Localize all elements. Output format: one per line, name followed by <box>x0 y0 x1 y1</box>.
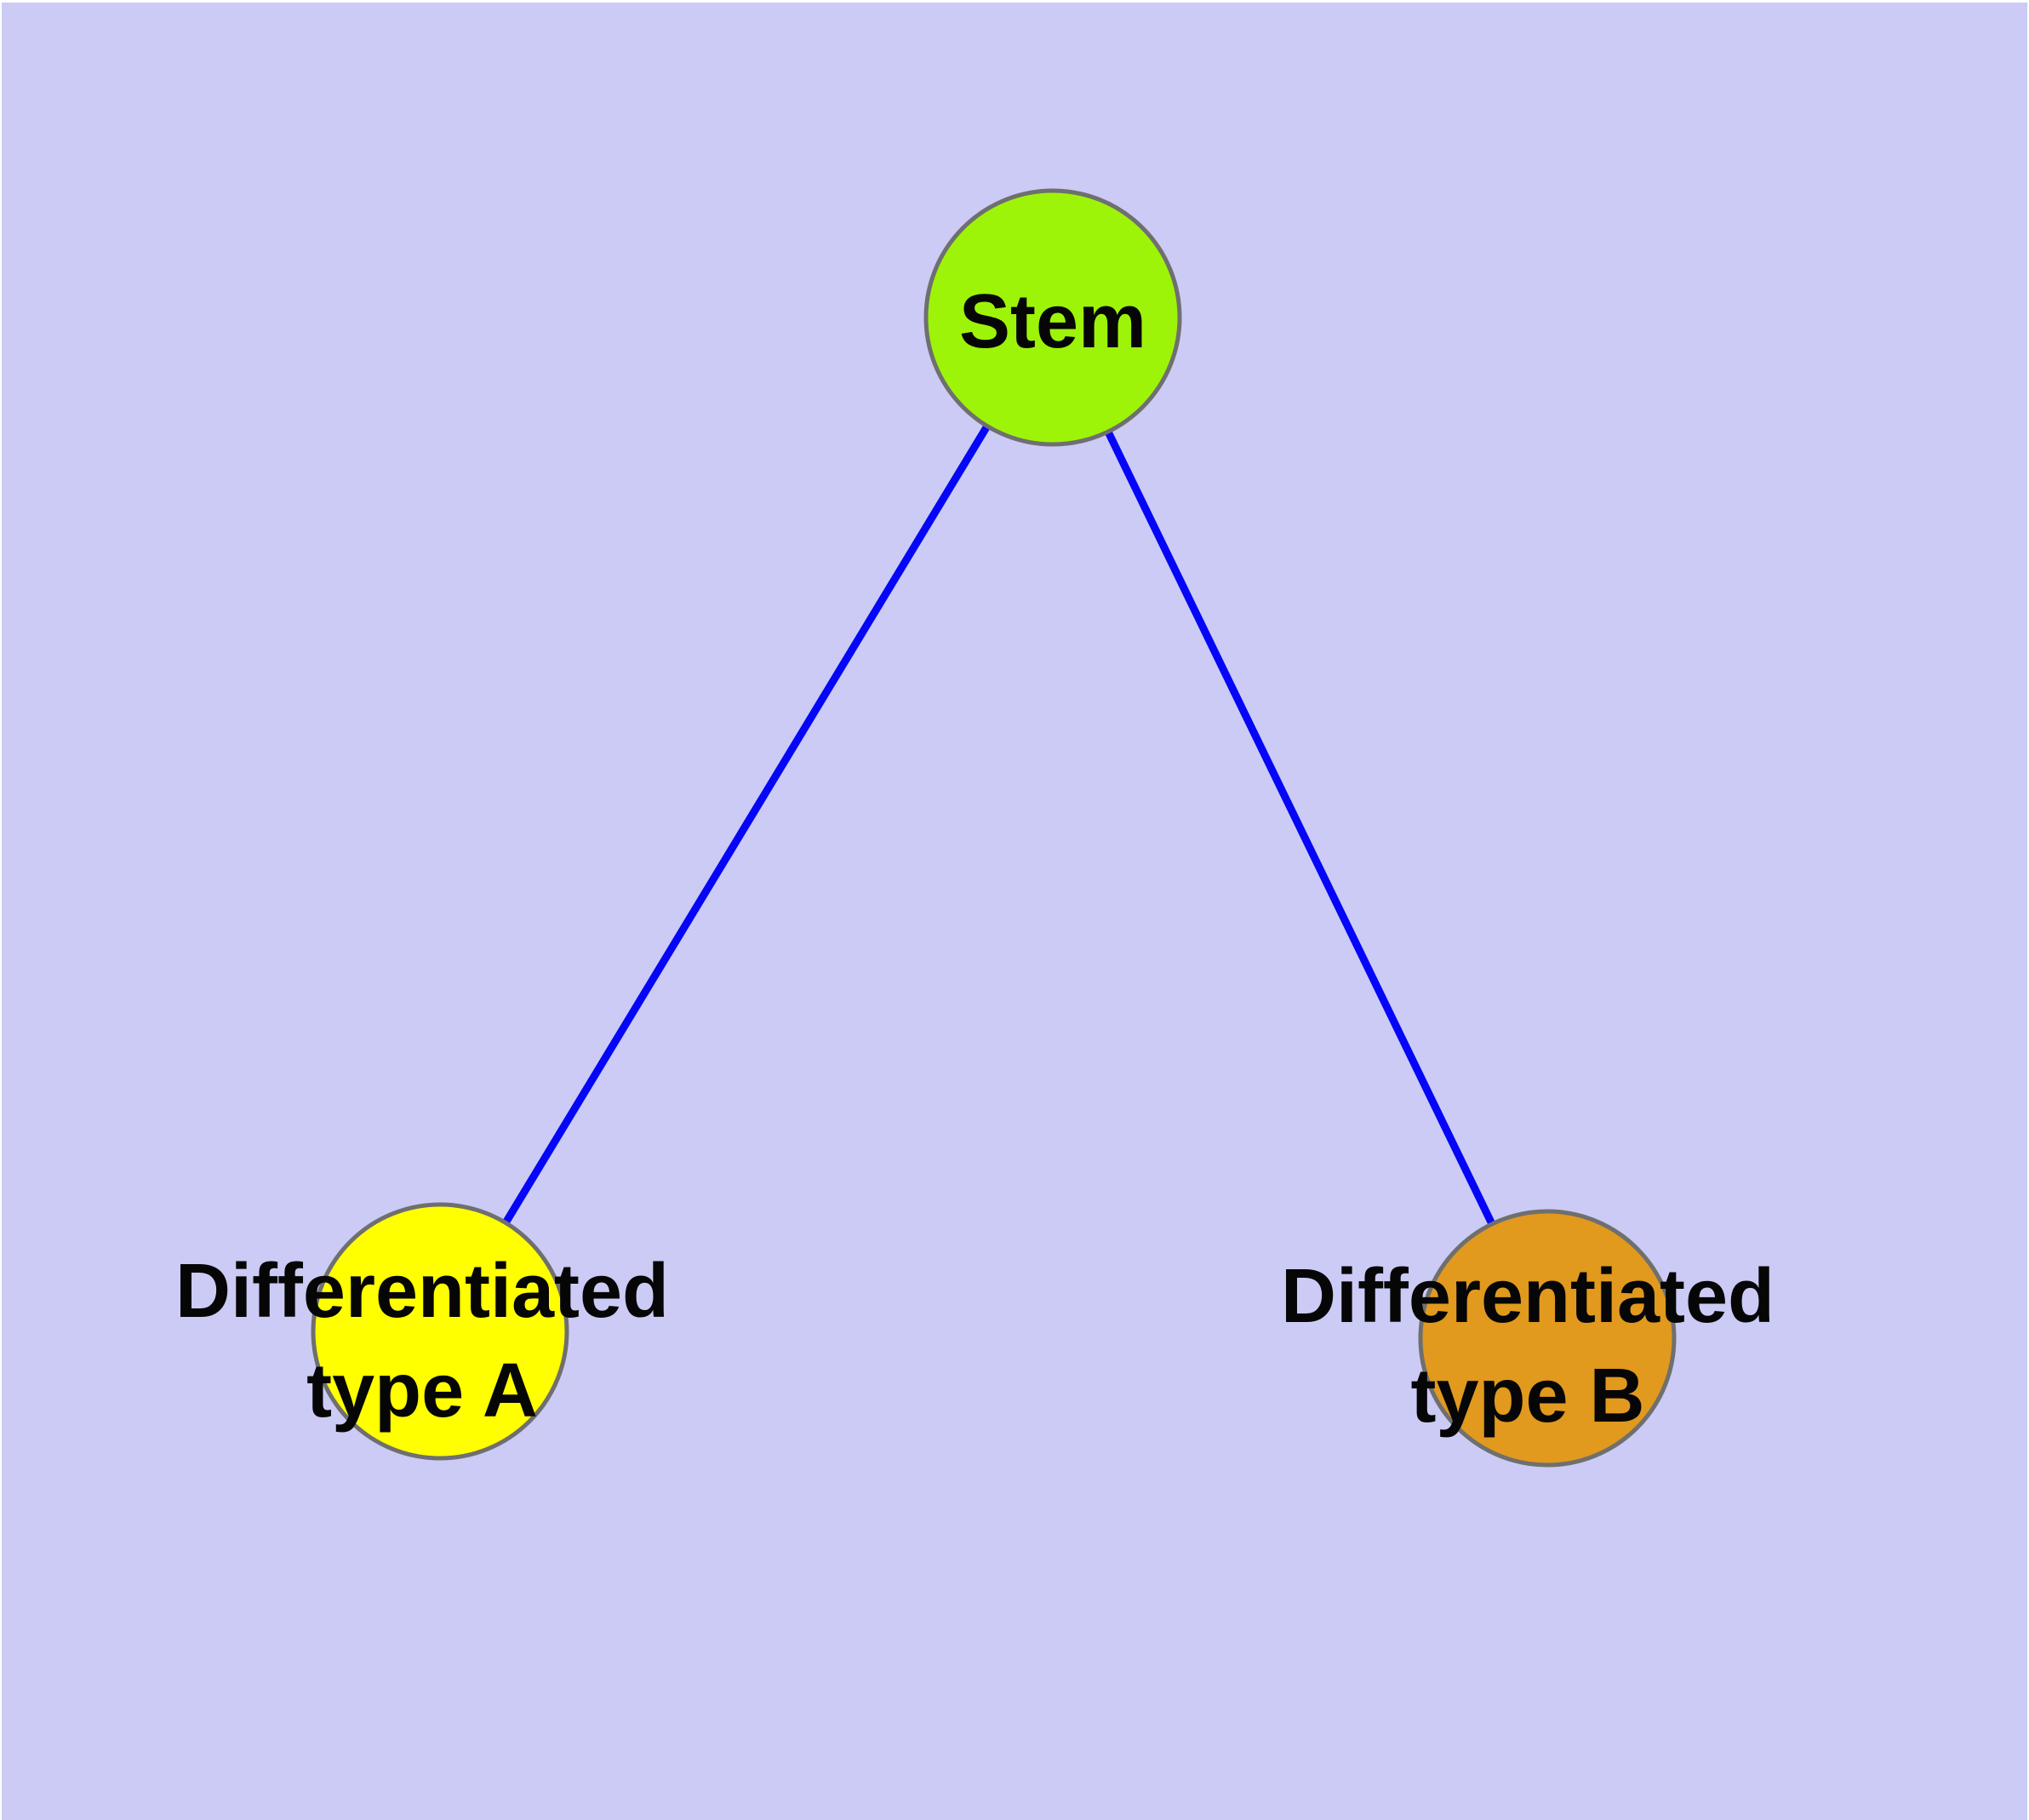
node-stem-circle <box>923 188 1182 447</box>
node-stem-label: Stem <box>959 279 1146 364</box>
edge-stem-type-b <box>1049 316 1552 1340</box>
node-type-b-label-line: Differentiated <box>1281 1254 1775 1339</box>
node-type-b-circle <box>1418 1209 1677 1468</box>
node-type-a-label: Differentiated type A <box>175 1249 669 1434</box>
node-type-b-label: Differentiated type B <box>1281 1254 1775 1439</box>
edges-layer <box>437 315 1552 1340</box>
node-type-b-label-line: type B <box>1410 1354 1644 1439</box>
edge-stem-type-a <box>437 315 1056 1334</box>
node-type-a-label-line: type A <box>306 1348 538 1434</box>
node-type-a-circle <box>311 1202 569 1461</box>
node-type-a-label-line: Differentiated <box>175 1249 669 1334</box>
nodes-layer <box>311 188 1677 1468</box>
node-stem-label-line: Stem <box>959 279 1146 364</box>
